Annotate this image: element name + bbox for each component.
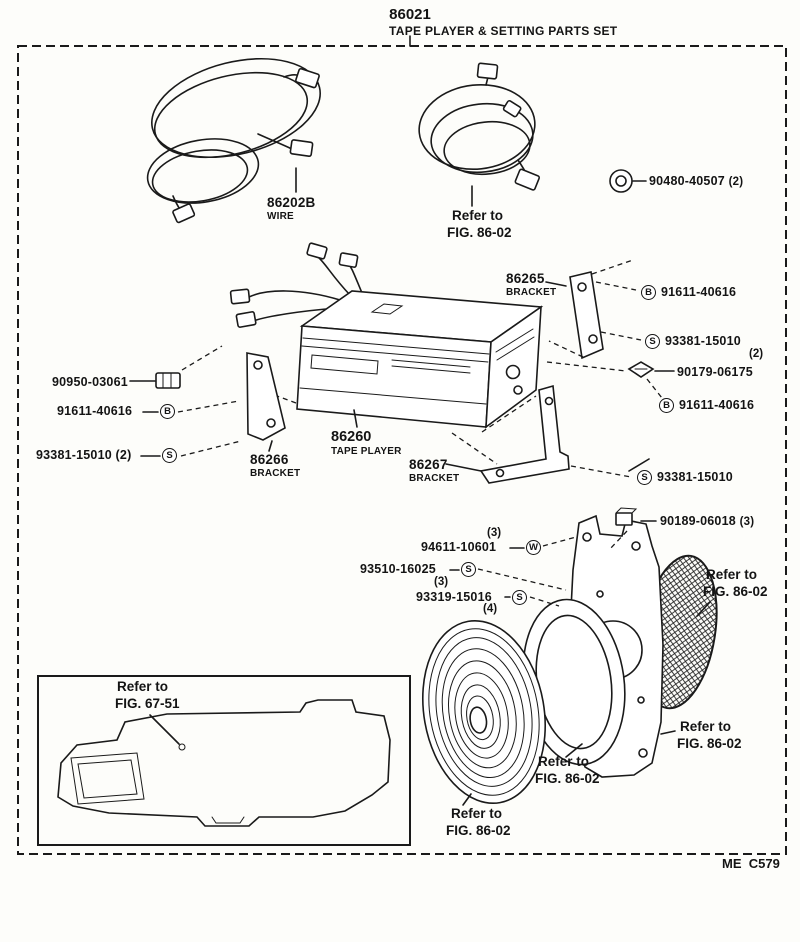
ref-line-1: Refer to [538, 754, 590, 769]
clip-90189-art [609, 507, 657, 550]
ref-line-2: FIG. 86-02 [677, 735, 742, 751]
ref-line-1: Refer to [452, 208, 504, 223]
part-qty: (3) [739, 516, 755, 528]
grommet-art [609, 169, 647, 193]
ref-line-1: Refer to [680, 719, 732, 734]
fastener-symbol-s-lower-right: S [637, 470, 652, 485]
fastener-symbol-s-right: S [645, 334, 660, 349]
label-bracket-86266: 86266 BRACKET [250, 452, 300, 479]
ref-line-2: FIG. 86-02 [447, 224, 512, 240]
part-number: 86267 [409, 457, 448, 472]
speaker-art [421, 620, 547, 804]
figure-title: TAPE PLAYER & SETTING PARTS SET [389, 24, 618, 38]
part-qty: (2) [728, 176, 744, 188]
bracket-86266-art [246, 352, 297, 452]
bracket-86267-art [445, 384, 650, 484]
part-number: 86265 [506, 271, 545, 286]
label-wire-86202b: 86202B WIRE [267, 195, 316, 222]
label-screw-93381-right: 93381-15010 [665, 334, 741, 348]
fastener-symbol-s-93510: S [461, 562, 476, 577]
part-name: BRACKET [409, 473, 460, 484]
fastener-symbol-s-93319: S [512, 590, 527, 605]
label-bolt-91611-left: 91611-40616 [57, 404, 133, 418]
floor-panel-art [37, 675, 411, 846]
figure-part-number: 86021 [389, 6, 431, 23]
ref-fig-86-02-ring: Refer to FIG. 86-02 [535, 754, 600, 787]
label-screw-93381-left: 93381-15010 (2) [36, 448, 132, 462]
label-screw-93510-qty: (3) [434, 576, 449, 588]
label-screw-93381-right-qty: (2) [749, 348, 764, 360]
tape-player-art [229, 242, 544, 429]
part-name: WIRE [267, 211, 294, 222]
label-bracket-86267: 86267 BRACKET [409, 457, 459, 484]
part-number: 86266 [250, 452, 289, 467]
label-bolt-91611-upper: 91611-40616 [661, 285, 737, 299]
label-clip-90179: 90179-06175 [677, 365, 753, 379]
leader-lines [449, 536, 711, 806]
label-grommet-90480: 90480-40507 (2) [649, 174, 743, 188]
ref-line-2: FIG. 86-02 [446, 822, 511, 838]
label-screw-93319-qty: (4) [483, 603, 498, 615]
wire-86202b-art [146, 57, 321, 224]
label-tape-player-86260: 86260 TAPE PLAYER [331, 429, 402, 457]
label-washer-94611-qty: (3) [487, 527, 502, 539]
fastener-symbol-w: W [526, 540, 541, 555]
clip-90179-art [546, 361, 675, 399]
ref-fig-86-02-mesh: Refer to FIG. 86-02 [703, 567, 768, 600]
ref-line-1: Refer to [117, 679, 169, 694]
ref-line-2: FIG. 86-02 [703, 583, 768, 599]
label-screw-93510: 93510-16025 [360, 562, 436, 576]
part-name: BRACKET [506, 287, 557, 298]
fastener-symbol-b-left: B [160, 404, 175, 419]
label-clip-90189: 90189-06018 (3) [660, 514, 754, 528]
part-name: TAPE PLAYER [331, 446, 402, 457]
label-screw-93381-lower-right: 93381-15010 [657, 470, 733, 484]
connector-90950-art [129, 345, 242, 457]
fastener-symbol-s-left: S [162, 448, 177, 463]
bracket-86265-art [545, 259, 642, 360]
part-name: BRACKET [250, 468, 301, 479]
page-border [17, 45, 787, 855]
ref-fig-86-02-plate: Refer to FIG. 86-02 [677, 719, 742, 752]
part-number: 86260 [331, 429, 372, 445]
part-number: 90189-06018 [660, 514, 736, 528]
label-connector-90950: 90950-03061 [52, 375, 128, 389]
label-bracket-86265: 86265 BRACKET [506, 271, 556, 298]
ref-line-2: FIG. 86-02 [535, 770, 600, 786]
ref-line-1: Refer to [706, 567, 758, 582]
label-screw-93319: 93319-15016 [416, 590, 492, 604]
part-number: 86202B [267, 195, 316, 210]
ref-line-1: Refer to [451, 806, 503, 821]
part-number: 90480-40507 [649, 174, 725, 188]
ref-line-2: FIG. 67-51 [115, 695, 180, 711]
fastener-symbol-b-mid: B [659, 398, 674, 413]
ref-fig-86-02-speaker: Refer to FIG. 86-02 [446, 806, 511, 839]
wire-fig8602-art [418, 62, 541, 207]
page-code: ME C579 [722, 856, 780, 871]
fastener-symbol-b-upper: B [641, 285, 656, 300]
label-bolt-91611-mid: 91611-40616 [679, 398, 755, 412]
ref-fig-86-02-harness: Refer to FIG. 86-02 [447, 208, 512, 241]
label-washer-94611: 94611-10601 [421, 540, 497, 554]
ref-fig-67-51-floor: Refer to FIG. 67-51 [115, 679, 180, 712]
